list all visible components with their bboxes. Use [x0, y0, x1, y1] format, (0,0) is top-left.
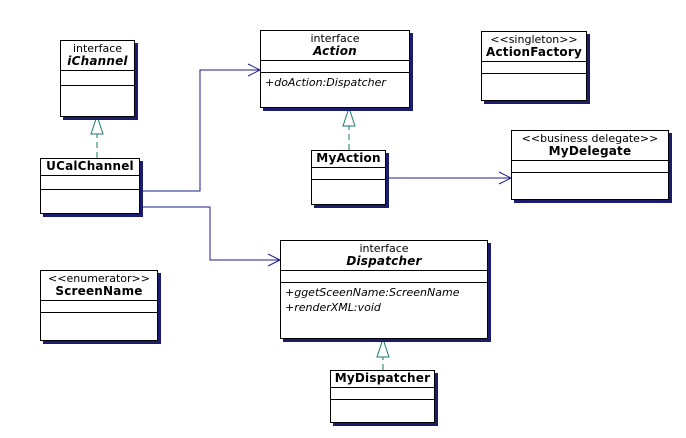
- class-name: MyAction: [316, 151, 381, 165]
- stereotype-label: <<singleton>>: [490, 33, 578, 46]
- operations-compartment: +doAction:Dispatcher: [261, 73, 409, 92]
- class-mydelegate[interactable]: <<business delegate>> MyDelegate: [511, 130, 669, 200]
- stereotype-label: interface: [72, 42, 123, 55]
- operation-item: +renderXML:void: [285, 301, 381, 314]
- class-name: MyDelegate: [548, 144, 632, 158]
- realization-arrowhead-dispatcher: [376, 337, 390, 358]
- stereotype-label: interface: [359, 242, 409, 255]
- class-name: iChannel: [67, 54, 128, 68]
- operations-compartment: [312, 180, 385, 184]
- class-actionfactory[interactable]: <<singleton>> ActionFactory: [481, 31, 587, 101]
- class-mydispatcher[interactable]: MyDispatcher: [330, 370, 435, 423]
- class-header: <<enumerator>> ScreenName: [41, 271, 157, 301]
- operations-compartment: [41, 313, 157, 317]
- stereotype-label: <<business delegate>>: [521, 132, 659, 145]
- operations-compartment: [61, 86, 134, 90]
- class-header: MyDispatcher: [331, 371, 434, 388]
- class-header: <<singleton>> ActionFactory: [482, 32, 586, 62]
- class-ucalchannel[interactable]: UCalChannel: [40, 158, 140, 214]
- class-name: Action: [313, 44, 357, 58]
- class-ichannel[interactable]: interface iChannel: [60, 40, 135, 117]
- attributes-compartment: [61, 71, 134, 86]
- operations-compartment: [482, 74, 586, 78]
- class-name: ScreenName: [55, 284, 143, 298]
- operations-compartment: +ggetSceenName:ScreenName +renderXML:voi…: [281, 283, 487, 317]
- attributes-compartment: [512, 161, 668, 173]
- stereotype-label: <<enumerator>>: [48, 272, 150, 285]
- operation-item: +ggetSceenName:ScreenName: [285, 286, 460, 299]
- attributes-compartment: [281, 271, 487, 283]
- class-header: <<business delegate>> MyDelegate: [512, 131, 668, 161]
- class-header: interface Action: [261, 31, 409, 61]
- realization-arrowhead-action: [342, 106, 356, 127]
- realization-arrowhead-ichannel: [90, 114, 104, 135]
- stereotype-label: interface: [310, 32, 360, 45]
- class-header: interface iChannel: [61, 41, 134, 71]
- class-header: MyAction: [312, 151, 385, 168]
- class-header: UCalChannel: [41, 159, 139, 176]
- association-ucalchannel-dispatcher: [140, 206, 280, 261]
- class-name: Dispatcher: [346, 254, 422, 268]
- attributes-compartment: [261, 61, 409, 73]
- attributes-compartment: [331, 388, 434, 400]
- class-screenname[interactable]: <<enumerator>> ScreenName: [40, 270, 158, 341]
- attributes-compartment: [41, 176, 139, 190]
- operations-compartment: [512, 173, 668, 177]
- association-ucalchannel-action: [140, 69, 260, 192]
- class-action[interactable]: interface Action +doAction:Dispatcher: [260, 30, 410, 108]
- class-name: UCalChannel: [46, 159, 134, 173]
- operation-item: +doAction:Dispatcher: [265, 76, 386, 89]
- class-dispatcher[interactable]: interface Dispatcher +ggetSceenName:Scre…: [280, 240, 488, 339]
- operations-compartment: [41, 190, 139, 194]
- class-name: ActionFactory: [485, 45, 583, 59]
- attributes-compartment: [482, 62, 586, 74]
- class-name: MyDispatcher: [334, 371, 431, 385]
- attributes-compartment: [41, 301, 157, 313]
- operations-compartment: [331, 400, 434, 404]
- class-header: interface Dispatcher: [281, 241, 487, 271]
- class-myaction[interactable]: MyAction: [311, 150, 386, 205]
- attributes-compartment: [312, 168, 385, 180]
